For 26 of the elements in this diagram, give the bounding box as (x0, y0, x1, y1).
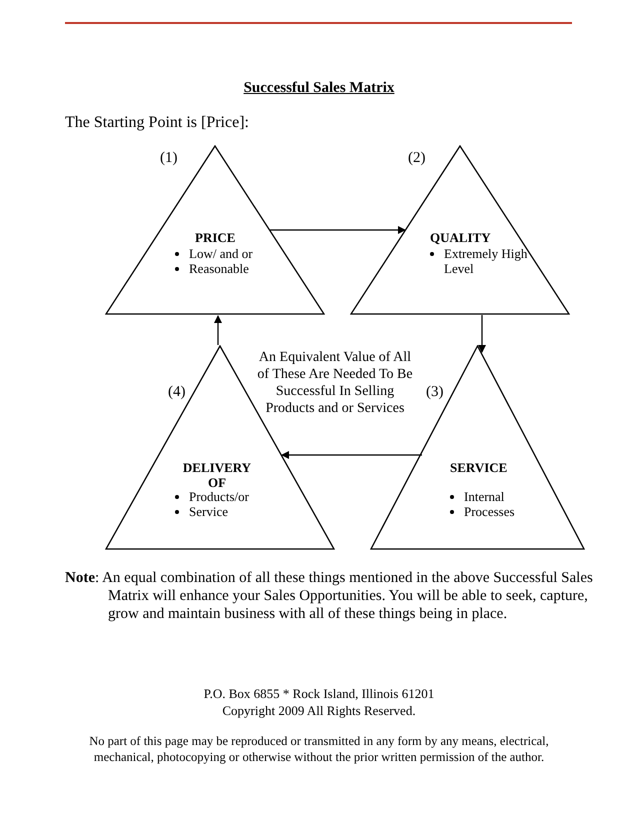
bullet-item: Extremely High Level (430, 246, 529, 276)
heading: PRICE (195, 230, 236, 245)
step-number: (2) (408, 150, 426, 167)
bullet-item: Internal (450, 489, 554, 504)
bullet-item: Processes (450, 504, 554, 519)
bullet-item: Reasonable (175, 261, 289, 276)
bullet-item: Products/or (175, 489, 289, 504)
copyright-line: Copyright 2009 All Rights Reserved. (221, 703, 417, 719)
heading: QUALITY (430, 230, 492, 245)
arrow (214, 315, 222, 345)
arrow (478, 315, 486, 353)
step-number: (4) (168, 384, 186, 401)
subtitle: Successful Sales Matrix (242, 80, 396, 97)
heading: DELIVERY OF (182, 460, 252, 490)
intro-text: The Starting Point is [Price]: (65, 114, 249, 132)
heading: SERVICE (450, 460, 508, 475)
bullet-item: Service (175, 504, 289, 519)
step-number: (1) (160, 150, 178, 167)
bullet-item: Low/ and or (175, 246, 289, 261)
arrow (281, 451, 422, 459)
center-note: An Equivalent Value of All of These Are Needed To Be Successful In Selling Products and or Services (256, 349, 414, 417)
address-line: P.O. Box 6855 * Rock Island, Illinois 61201 (202, 686, 436, 702)
note-paragraph: Note: An equal combination of all these things mentioned in the above Successful Sales Matrix will enhance your Sales Opportunities. You will be able to seek, capture, grow and maintain business with all of these things being in place. (65, 569, 594, 623)
step-number: (3) (426, 384, 444, 401)
disclaimer-text: No part of this page may be reproduced or transmitted in any form by any means, electrical, mechanical, photocopying or otherwise without the prior written permission of the author. (88, 733, 550, 765)
arrow (270, 226, 406, 234)
